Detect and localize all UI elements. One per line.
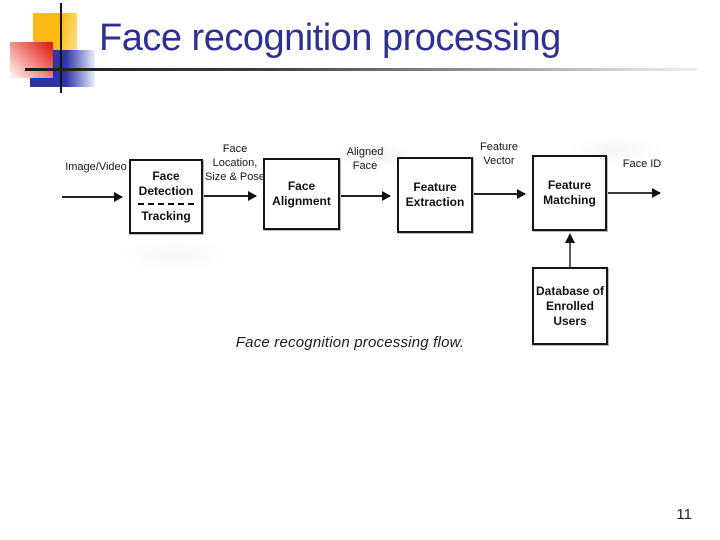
arrowhead-right-icon: [382, 191, 391, 201]
node-face-detection-tracking: Face Detection Tracking: [129, 159, 203, 234]
node-label: Feature Matching: [543, 178, 596, 207]
face-recognition-flow-diagram: Image/Video Face Location, Size & Pose A…: [0, 130, 720, 360]
arrow-input-to-detection: [62, 192, 123, 202]
node-feature-extraction: Feature Extraction: [397, 157, 473, 233]
decor-red-square: [10, 42, 53, 78]
dashed-divider: [138, 203, 194, 205]
figure-caption: Face recognition processing flow.: [235, 334, 465, 351]
edge-label-image-video: Image/Video: [65, 161, 127, 173]
edge-label-face-location-size-pose: Face Location, Size & Pose: [205, 143, 265, 183]
arrow-database-to-matching: [565, 233, 575, 267]
arrow-matching-to-output: [608, 188, 661, 198]
slide-title: Face recognition processing: [99, 17, 561, 59]
node-label: Database of Enrolled Users: [535, 283, 605, 328]
arrowhead-right-icon: [248, 191, 257, 201]
title-underline: [25, 68, 697, 71]
node-feature-matching: Feature Matching: [532, 155, 607, 231]
node-face-alignment: Face Alignment: [263, 158, 340, 230]
arrowhead-right-icon: [517, 189, 526, 199]
node-label: Face Alignment: [272, 179, 331, 208]
edge-label-feature-vector: Feature Vector: [480, 141, 518, 167]
edge-label-aligned-face: Aligned Face: [346, 146, 384, 172]
arrowhead-up-icon: [565, 233, 575, 243]
arrow-alignment-to-extraction: [341, 191, 391, 201]
arrowhead-right-icon: [652, 188, 661, 198]
arrow-extraction-to-matching: [474, 189, 526, 199]
edge-label-face-id: Face ID: [622, 158, 662, 170]
page-number: 11: [676, 506, 692, 523]
arrow-detection-to-alignment: [204, 191, 257, 201]
node-label: Tracking: [141, 209, 191, 223]
decor-vertical-line: [60, 3, 62, 93]
node-label: Feature Extraction: [405, 180, 465, 209]
node-database-enrolled-users: Database of Enrolled Users: [532, 267, 608, 345]
node-label: Face Detection: [138, 169, 194, 198]
arrowhead-right-icon: [114, 192, 123, 202]
